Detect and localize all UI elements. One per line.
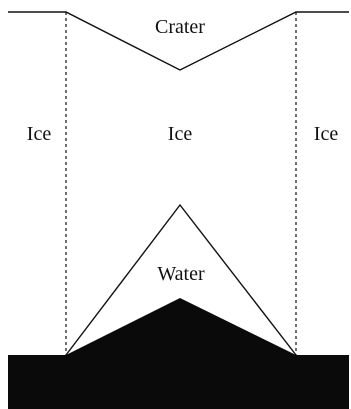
bedrock-base xyxy=(8,298,349,409)
ice-center-label: Ice xyxy=(168,123,193,145)
ice-right-label: Ice xyxy=(314,123,339,145)
ice-left-label: Ice xyxy=(27,123,52,145)
crater-label: Crater xyxy=(155,16,205,38)
water-label: Water xyxy=(157,263,205,285)
